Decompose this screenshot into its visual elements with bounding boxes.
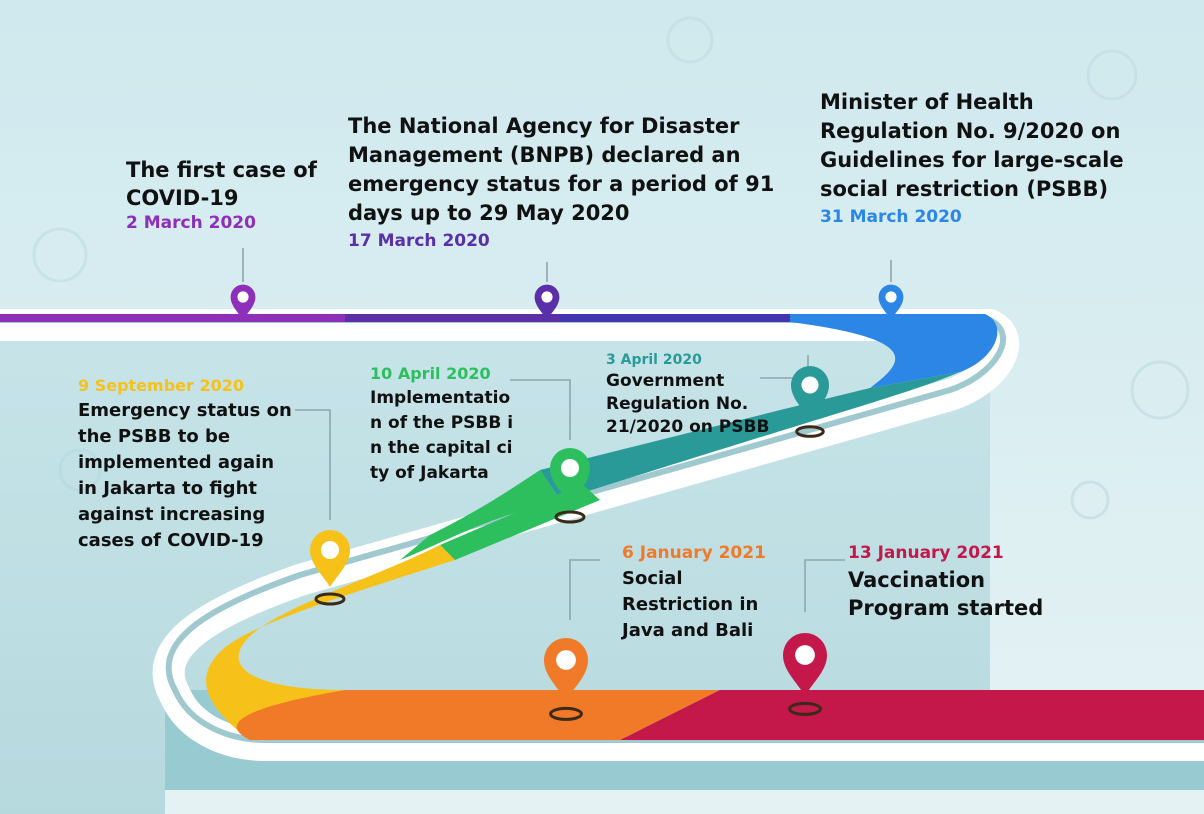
event-psbb-jakarta-date: 10 April 2020	[370, 364, 491, 383]
road	[0, 309, 1204, 761]
event-vaccination-text: Vaccination Program started	[848, 568, 1044, 620]
event-gov-regulation-date: 3 April 2020	[606, 352, 702, 368]
map-pin-icon	[230, 284, 256, 320]
event-moh-regulation: Minister of Health Regulation No. 9/2020…	[820, 88, 1150, 230]
road-segment-blue	[790, 314, 998, 388]
map-pin-icon	[783, 633, 827, 716]
leader-lines	[242, 248, 892, 620]
road-segment-teal	[540, 372, 960, 500]
pin-shadow-ring	[795, 425, 825, 438]
road-segment-crimson	[620, 690, 1204, 740]
event-gov-regulation-text: Government Regulation No. 21/2020 on PSB…	[606, 371, 770, 437]
timeline-pins	[230, 284, 904, 721]
road-segment-violet	[560, 314, 790, 322]
pin-shadow-ring	[549, 706, 583, 721]
map-pin-icon	[878, 284, 904, 320]
event-moh-regulation-date: 31 March 2020	[820, 207, 962, 227]
event-moh-regulation-text: Minister of Health Regulation No. 9/2020…	[820, 90, 1124, 201]
pin-center	[801, 376, 819, 394]
pin-center	[885, 291, 897, 303]
event-bnpb-emergency: The National Agency for Disaster Managem…	[348, 112, 780, 254]
pin-shadow-ring	[554, 510, 586, 524]
event-java-bali-text: Social Restriction in Java and Bali	[622, 568, 759, 641]
road-segment-purple	[0, 314, 345, 322]
pin-center	[795, 645, 815, 665]
event-psbb-again-text: Emergency status on the PSBB to be imple…	[78, 400, 292, 551]
event-first-case-date: 2 March 2020	[126, 213, 256, 233]
event-bnpb-emergency-text: The National Agency for Disaster Managem…	[348, 114, 775, 225]
road-segment-green	[400, 470, 560, 560]
event-java-bali-date: 6 January 2021	[622, 543, 766, 563]
road-segment-green-fill	[440, 484, 600, 560]
event-psbb-again: 9 September 2020 Emergency status on the…	[78, 374, 293, 554]
event-psbb-again-date: 9 September 2020	[78, 376, 244, 395]
map-pin-icon	[791, 366, 829, 438]
pin-shadow-ring	[788, 701, 822, 716]
pin-center	[321, 541, 339, 559]
pin-center	[556, 650, 576, 670]
event-vaccination: 13 January 2021 Vaccination Program star…	[848, 540, 1078, 622]
pin-center	[561, 459, 579, 477]
map-pin-icon	[534, 284, 560, 320]
pin-center	[541, 291, 553, 303]
event-psbb-jakarta-text: Implementation of the PSBB in the capita…	[370, 388, 514, 483]
event-first-case: The first case of COVID-19 2 March 2020	[126, 156, 326, 234]
event-bnpb-emergency-date: 17 March 2020	[348, 231, 490, 251]
pin-shadow-ring	[314, 592, 346, 606]
road-segment-indigo	[345, 314, 560, 322]
map-pin-icon	[544, 638, 588, 721]
map-pin-icon	[310, 530, 350, 606]
road-segment-yellow	[206, 545, 455, 740]
road-segment-orange	[236, 690, 720, 740]
event-gov-regulation: 3 April 2020 Government Regulation No. 2…	[606, 350, 806, 439]
event-psbb-jakarta: 10 April 2020 Implementation of the PSBB…	[370, 362, 530, 486]
map-pin-icon	[550, 448, 590, 524]
event-vaccination-date: 13 January 2021	[848, 543, 1004, 563]
pin-center	[237, 291, 249, 303]
event-first-case-text: The first case of COVID-19	[126, 158, 317, 210]
event-java-bali: 6 January 2021 Social Restriction in Jav…	[622, 540, 797, 644]
